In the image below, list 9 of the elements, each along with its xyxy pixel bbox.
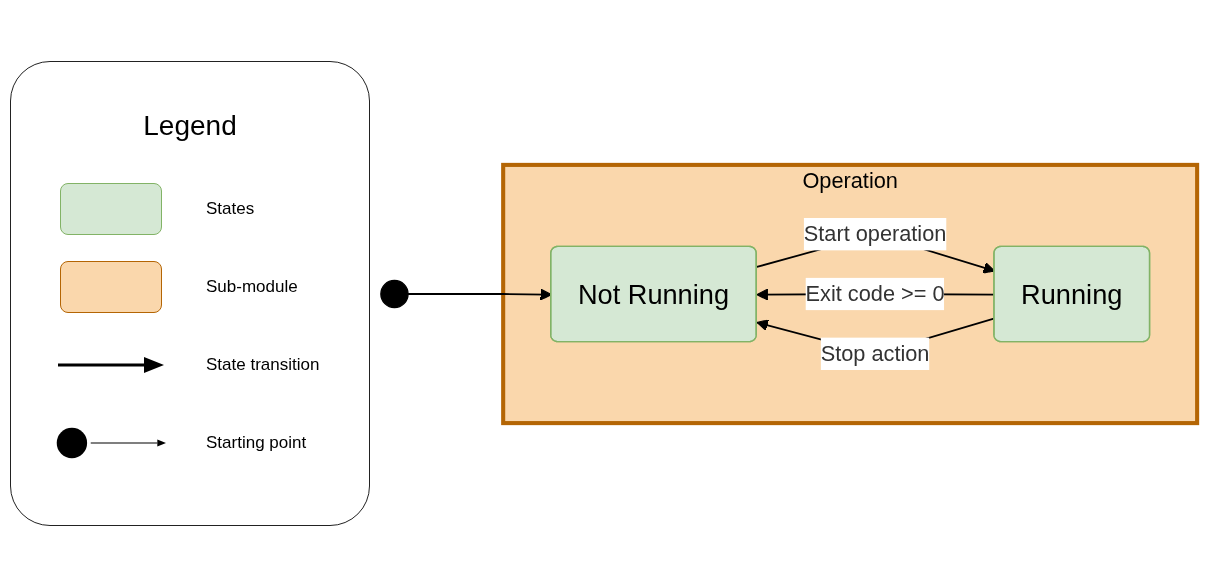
- edge-label: Stop action: [820, 341, 930, 365]
- legend-label: Starting point: [206, 433, 307, 453]
- legend-label: Sub-module: [206, 277, 298, 297]
- legend-label: States: [206, 199, 255, 219]
- legend-title: Legend: [142, 110, 238, 142]
- node-circle: [380, 279, 409, 308]
- legend-label: State transition: [206, 355, 320, 375]
- edge-label: Exit code >= 0: [805, 281, 945, 305]
- edge-label: Start operation: [803, 221, 947, 245]
